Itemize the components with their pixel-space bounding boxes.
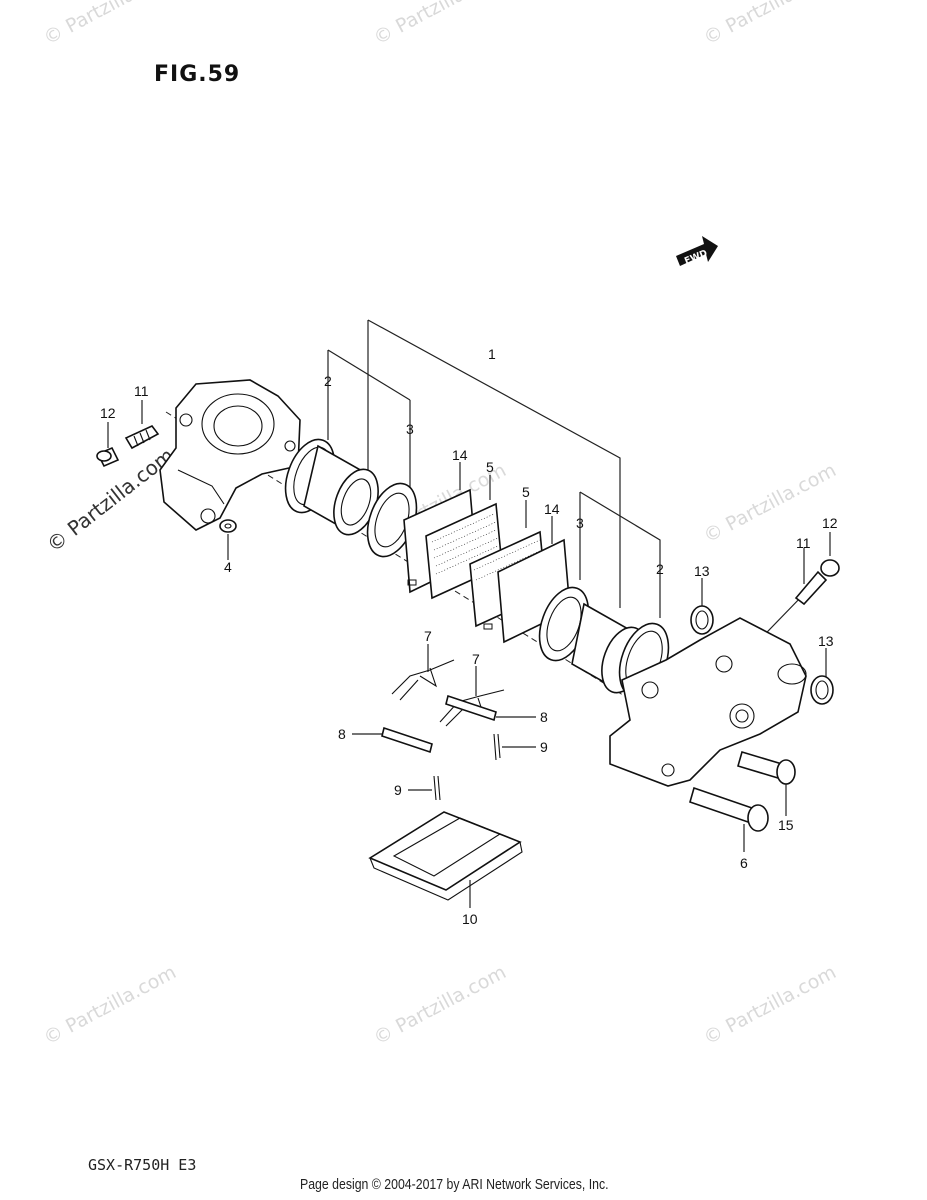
callout-5: 5 <box>486 459 494 475</box>
callout-2: 2 <box>324 373 332 389</box>
bleeder-cap-right <box>820 559 840 577</box>
callout-7: 7 <box>472 651 480 667</box>
callout-12: 12 <box>822 515 838 531</box>
copyright-notice: Page design © 2004-2017 by ARI Network S… <box>300 1176 609 1193</box>
right-caliper-body <box>609 617 807 787</box>
callout-7: 7 <box>424 628 432 644</box>
callout-8: 8 <box>540 709 548 725</box>
callout-13: 13 <box>694 563 710 579</box>
bolt-6 <box>689 786 769 832</box>
figure-title: FIG.59 <box>154 62 241 87</box>
callout-6: 6 <box>740 855 748 871</box>
callout-13: 13 <box>818 633 834 649</box>
callout-4: 4 <box>224 559 232 575</box>
bleeder-cap-left <box>96 446 120 468</box>
o-ring-13-right <box>810 675 834 705</box>
pad-pin-8-left <box>381 726 433 754</box>
bleeder-screw-right <box>794 570 828 606</box>
bolt-15 <box>737 751 796 785</box>
callout-14: 14 <box>544 501 560 517</box>
left-caliper-body <box>159 379 301 531</box>
callout-9: 9 <box>540 739 548 755</box>
model-code: GSX-R750H E3 <box>88 1156 197 1174</box>
callout-2: 2 <box>656 561 664 577</box>
dust-seal-left <box>366 482 418 558</box>
callout-5: 5 <box>522 484 530 500</box>
pad-pin-8-right <box>445 694 497 722</box>
clip-9-left <box>433 775 441 801</box>
callout-1: 1 <box>488 346 496 362</box>
callout-11: 11 <box>134 383 149 399</box>
pad-cover-10 <box>368 811 523 901</box>
fwd-arrow-icon: FWD <box>676 236 718 267</box>
callout-11: 11 <box>796 535 811 551</box>
callout-9: 9 <box>394 782 402 798</box>
callout-12: 12 <box>100 405 116 421</box>
callout-15: 15 <box>778 817 794 833</box>
o-ring-13-top <box>690 605 714 635</box>
callout-10: 10 <box>462 911 478 927</box>
pad-spring-7-left <box>391 659 455 701</box>
callout-3: 3 <box>576 515 584 531</box>
callout-3: 3 <box>406 421 414 437</box>
washer-left <box>219 519 237 533</box>
callout-8: 8 <box>338 726 346 742</box>
piston-left <box>303 444 379 536</box>
bleeder-screw-left <box>124 425 160 450</box>
clip-9-right <box>493 733 501 761</box>
callout-14: 14 <box>452 447 468 463</box>
